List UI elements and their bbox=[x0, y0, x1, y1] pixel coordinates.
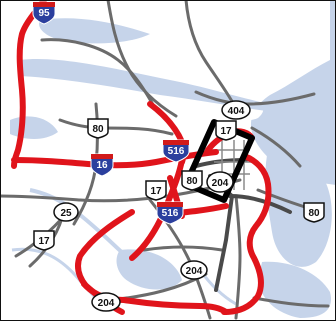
road bbox=[252, 296, 330, 308]
marker-sr25: 25 bbox=[53, 202, 79, 222]
marker-us17-north-number: 17 bbox=[220, 126, 232, 137]
marker-us17-central-number: 17 bbox=[150, 186, 162, 197]
marker-sr204-south: 204 bbox=[91, 292, 121, 312]
marker-us80-east: 80 bbox=[303, 202, 325, 223]
congested-i95 bbox=[11, 0, 47, 169]
road bbox=[184, 0, 240, 114]
shield-i516-south-number: 516 bbox=[162, 208, 179, 219]
marker-sr204-mid: 204 bbox=[180, 260, 208, 280]
shield-i95: 95 bbox=[32, 1, 56, 25]
congested-downtown-e bbox=[221, 153, 272, 315]
marker-us80-west-number: 80 bbox=[92, 124, 104, 135]
marker-us17-south: 17 bbox=[33, 230, 55, 251]
shield-i95-number: 95 bbox=[38, 8, 50, 19]
marker-us80-east-number: 80 bbox=[308, 208, 320, 219]
road bbox=[234, 194, 242, 320]
marker-sr204-south-number: 204 bbox=[98, 298, 115, 309]
shield-i516-south: 516 bbox=[156, 201, 184, 225]
road bbox=[228, 194, 292, 214]
marker-us17-south-number: 17 bbox=[38, 236, 50, 247]
road bbox=[250, 126, 302, 168]
marker-us17-north: 17 bbox=[215, 120, 237, 141]
shield-i16-number: 16 bbox=[96, 160, 108, 171]
marker-sr25-number: 25 bbox=[60, 208, 72, 219]
water-marsh-north bbox=[39, 18, 150, 44]
shield-i16: 16 bbox=[90, 153, 114, 177]
marker-sr404: 404 bbox=[221, 100, 251, 120]
marker-us80-downtown-number: 80 bbox=[186, 176, 198, 187]
marker-sr204-mid-number: 204 bbox=[186, 266, 203, 277]
marker-us80-west: 80 bbox=[87, 118, 109, 139]
water-marsh-east bbox=[265, 149, 332, 267]
downtown-highlight-box[interactable] bbox=[183, 119, 255, 203]
marker-sr204-downtown: 204 bbox=[206, 171, 234, 193]
marker-sr204-downtown-number: 204 bbox=[212, 178, 229, 189]
water-marsh-southeast bbox=[258, 261, 331, 318]
road bbox=[194, 90, 316, 106]
shield-i516-north: 516 bbox=[162, 139, 190, 163]
road bbox=[106, 0, 178, 118]
marker-us80-downtown: 80 bbox=[181, 170, 203, 191]
marker-us17-central: 17 bbox=[145, 180, 167, 201]
road bbox=[142, 245, 224, 252]
shield-i516-north-number: 516 bbox=[168, 146, 185, 157]
marker-sr404-number: 404 bbox=[228, 106, 245, 117]
congested-southeast bbox=[121, 297, 229, 315]
